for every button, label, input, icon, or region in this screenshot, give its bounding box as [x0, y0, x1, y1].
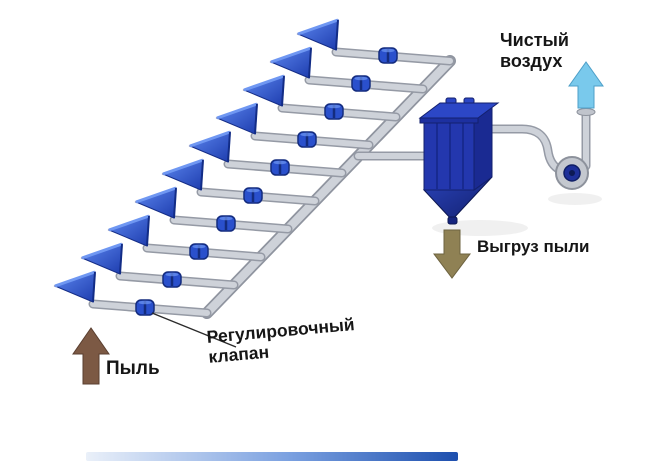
dust-inlet-arrow [72, 327, 110, 385]
suction-hood [296, 18, 340, 52]
main-duct [201, 55, 456, 319]
hopper-outlet [447, 216, 458, 225]
stack-flange [576, 108, 596, 116]
label-dust-inlet: Пыль [106, 358, 160, 379]
suction-hood [269, 46, 313, 80]
clean-air-arrow [568, 61, 604, 109]
label-clean-air: Чистый воздух [500, 30, 569, 71]
suction-hood [215, 102, 259, 136]
regulating-valve [323, 102, 345, 121]
suction-hood [53, 270, 97, 304]
decorative-bottom-strip [86, 452, 458, 461]
filter-unit [418, 97, 500, 225]
dust-discharge-arrow [433, 229, 471, 279]
suction-hood [134, 186, 178, 220]
regulating-valve [161, 270, 183, 289]
regulating-valve [296, 130, 318, 149]
regulating-valve [269, 158, 291, 177]
regulating-valve [350, 74, 372, 93]
regulating-valve [134, 298, 156, 317]
valve-callout-line [151, 312, 237, 348]
regulating-valve [242, 186, 264, 205]
suction-hood [242, 74, 286, 108]
suction-hood [107, 214, 151, 248]
fan [555, 156, 589, 190]
filter-panel-lines [436, 116, 464, 190]
regulating-valve [377, 46, 399, 65]
label-dust-discharge: Выгруз пыли [477, 237, 590, 256]
filter-lid-edge [419, 117, 479, 124]
regulating-valve [215, 214, 237, 233]
suction-hood [161, 158, 205, 192]
regulating-valve [188, 242, 210, 261]
suction-hood [80, 242, 124, 276]
suction-hood [188, 130, 232, 164]
